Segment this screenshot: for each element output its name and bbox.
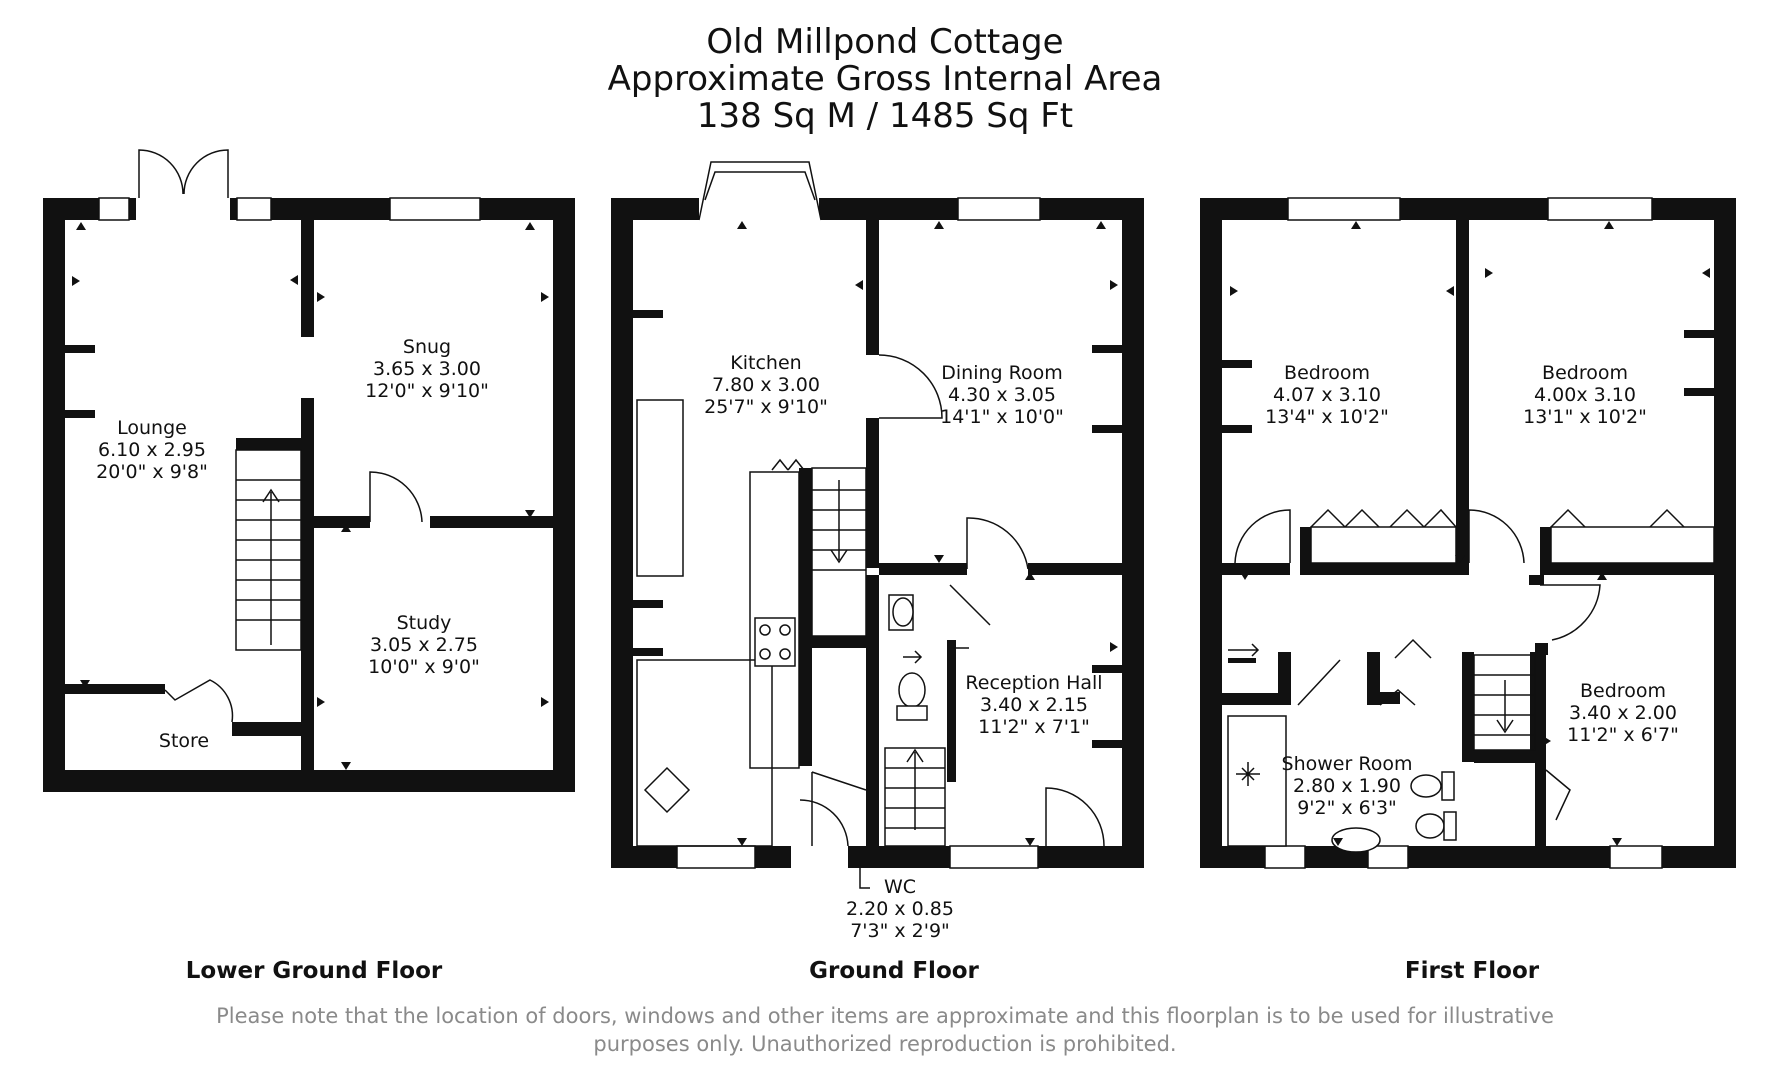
room-snug: Snug 3.65 x 3.00 12'0" x 9'10" <box>365 336 489 402</box>
room-metric: 3.40 x 2.00 <box>1569 702 1677 724</box>
room-wc: WC 2.20 x 0.85 7'3" x 2'9" <box>846 876 954 942</box>
room-name: Lounge <box>117 417 187 439</box>
room-imperial: 20'0" x 9'8" <box>96 461 208 483</box>
room-reception-hall: Reception Hall 3.40 x 2.15 11'2" x 7'1" <box>965 672 1102 738</box>
room-imperial: 10'0" x 9'0" <box>368 656 480 678</box>
floor-label-lower-ground: Lower Ground Floor <box>185 958 443 984</box>
room-name: Study <box>396 612 452 634</box>
room-bedroom-2: Bedroom 4.00x 3.10 13'1" x 10'2" <box>1523 362 1647 428</box>
ground-floor-plan <box>611 161 1144 869</box>
room-metric: 2.20 x 0.85 <box>846 898 954 920</box>
room-kitchen: Kitchen 7.80 x 3.00 25'7" x 9'10" <box>704 352 828 418</box>
room-name: Dining Room <box>941 362 1063 384</box>
plan-subtitle: Approximate Gross Internal Area <box>607 59 1163 99</box>
room-imperial: 12'0" x 9'10" <box>365 380 489 402</box>
room-shower-room: Shower Room 2.80 x 1.90 9'2" x 6'3" <box>1282 753 1413 819</box>
room-metric: 3.40 x 2.15 <box>980 694 1088 716</box>
room-name: Reception Hall <box>965 672 1103 694</box>
room-metric: 3.65 x 3.00 <box>373 358 481 380</box>
disclaimer-line-1: Please note that the location of doors, … <box>216 1004 1554 1028</box>
room-name: Bedroom <box>1284 362 1370 384</box>
room-imperial: 25'7" x 9'10" <box>704 396 828 418</box>
room-imperial: 11'2" x 6'7" <box>1567 724 1679 746</box>
floor-label-first: First Floor <box>1404 958 1540 984</box>
room-imperial: 13'4" x 10'2" <box>1265 406 1389 428</box>
room-imperial: 11'2" x 7'1" <box>978 716 1090 738</box>
disclaimer-line-2: purposes only. Unauthorized reproduction… <box>593 1032 1177 1056</box>
room-name: Bedroom <box>1580 680 1666 702</box>
room-metric: 4.30 x 3.05 <box>948 384 1056 406</box>
floor-label-ground: Ground Floor <box>809 958 979 984</box>
plan-title: Old Millpond Cottage <box>706 22 1064 62</box>
lower-ground-floor-plan <box>43 149 575 792</box>
room-metric: 3.05 x 2.75 <box>370 634 478 656</box>
plan-area: 138 Sq M / 1485 Sq Ft <box>696 96 1074 136</box>
room-metric: 2.80 x 1.90 <box>1293 775 1401 797</box>
room-imperial: 7'3" x 2'9" <box>850 920 950 942</box>
room-imperial: 14'1" x 10'0" <box>940 406 1064 428</box>
room-bedroom-3: Bedroom 3.40 x 2.00 11'2" x 6'7" <box>1567 680 1679 746</box>
room-name: WC <box>883 876 917 898</box>
first-floor-plan <box>1200 197 1736 869</box>
room-metric: 4.07 x 3.10 <box>1273 384 1381 406</box>
room-study: Study 3.05 x 2.75 10'0" x 9'0" <box>368 612 480 678</box>
room-lounge: Lounge 6.10 x 2.95 20'0" x 9'8" <box>96 417 208 483</box>
room-bedroom-1: Bedroom 4.07 x 3.10 13'4" x 10'2" <box>1265 362 1389 428</box>
room-metric: 4.00x 3.10 <box>1534 384 1636 406</box>
room-metric: 6.10 x 2.95 <box>98 439 206 461</box>
room-name: Snug <box>402 336 452 358</box>
room-name: Bedroom <box>1542 362 1628 384</box>
room-name: Kitchen <box>730 352 802 374</box>
room-store: Store <box>159 730 209 752</box>
room-name: Shower Room <box>1281 753 1413 775</box>
room-name: Store <box>158 730 210 752</box>
room-imperial: 9'2" x 6'3" <box>1297 797 1397 819</box>
room-imperial: 13'1" x 10'2" <box>1523 406 1647 428</box>
room-metric: 7.80 x 3.00 <box>712 374 820 396</box>
disclaimer: Please note that the location of doors, … <box>0 1002 1770 1058</box>
room-dining: Dining Room 4.30 x 3.05 14'1" x 10'0" <box>940 362 1064 428</box>
